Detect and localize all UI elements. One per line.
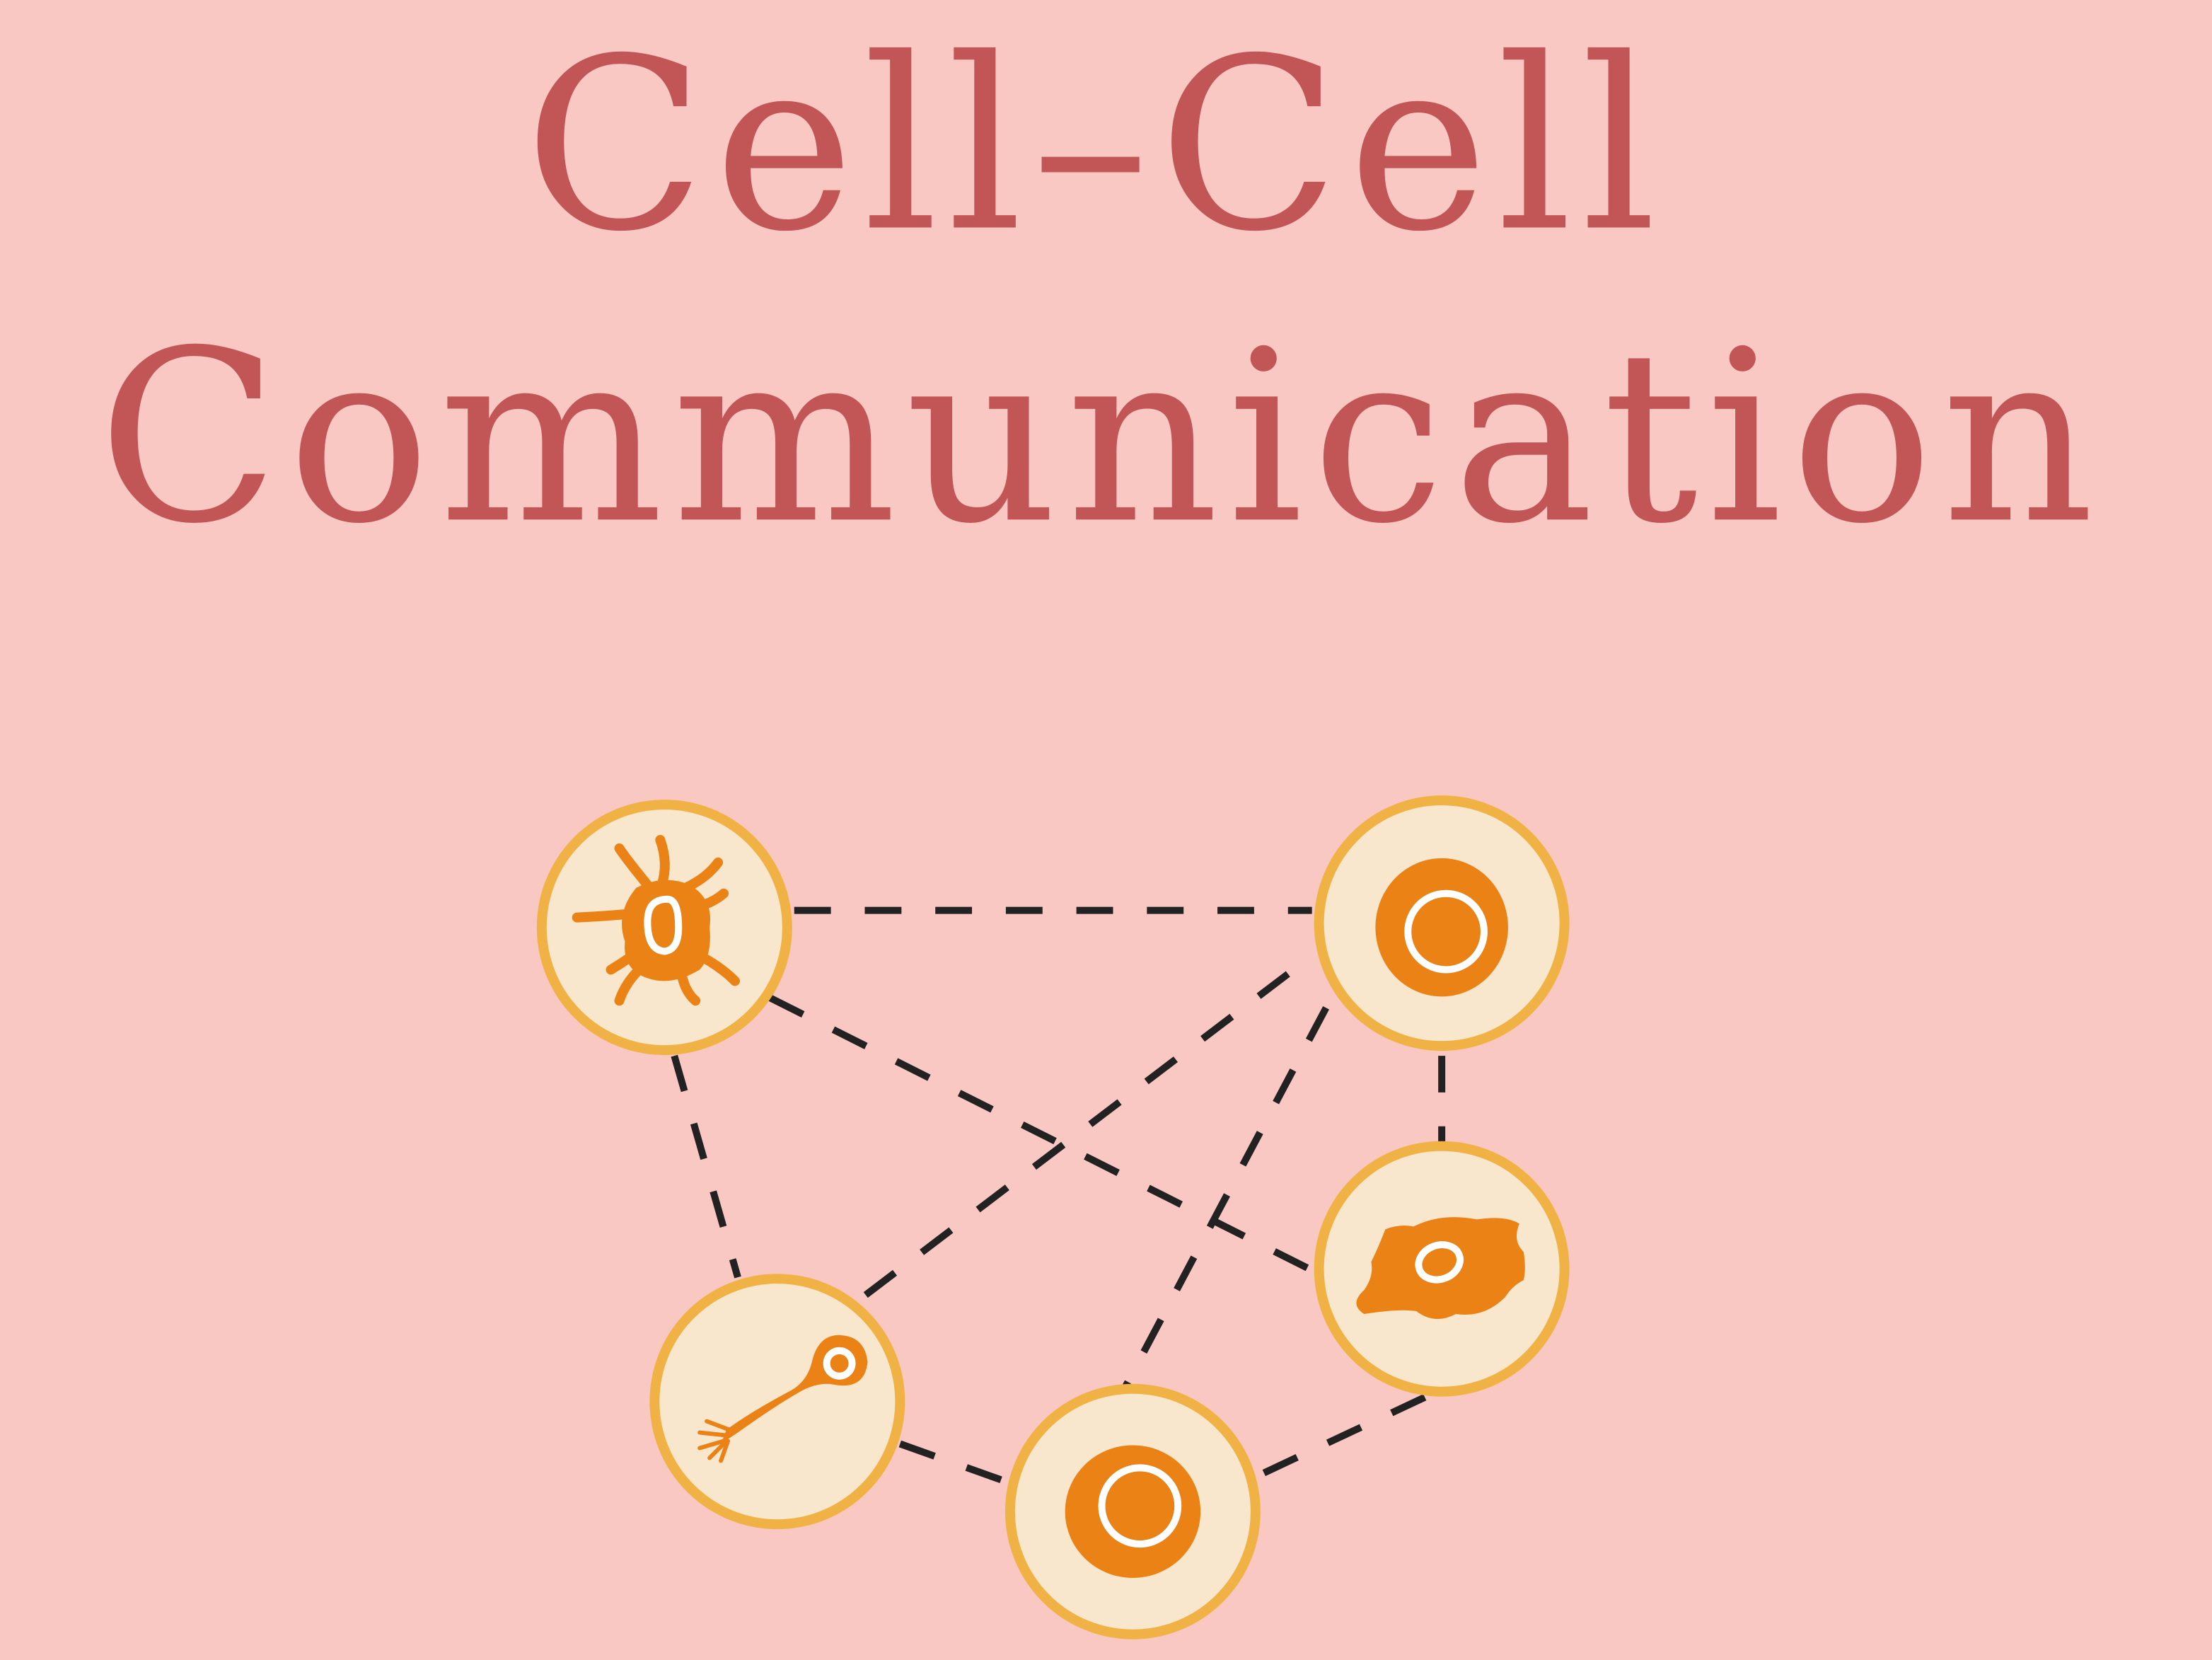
link-dendritic-to-amoeboid — [768, 994, 1314, 1274]
link-neuron-to-round-bottom — [898, 1440, 1004, 1485]
connections — [671, 906, 1446, 1485]
round-cell-bottom-icon — [1004, 1383, 1261, 1639]
link-round-top-to-round-bottom — [1123, 1005, 1330, 1388]
amoeboid-cell-icon — [1314, 1141, 1570, 1397]
title-line-1: Cell–Cell — [524, 8, 1665, 284]
link-amoeboid-to-round-bottom — [1258, 1394, 1427, 1478]
title-line-2: Communication — [98, 300, 2102, 576]
neuron-cell-icon — [649, 1274, 905, 1530]
dendritic-cell-icon — [536, 800, 792, 1056]
round-cell-top-right-icon — [1314, 795, 1570, 1051]
link-round-top-to-neuron — [862, 971, 1290, 1299]
